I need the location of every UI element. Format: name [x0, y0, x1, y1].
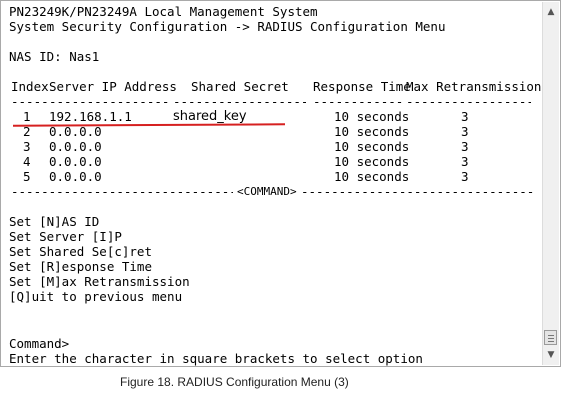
menu-item-set-server-ip[interactable]: Set Server [I]P: [9, 229, 122, 244]
row-response-time: 10 seconds: [334, 169, 410, 184]
scroll-down-icon[interactable]: ▼: [547, 350, 555, 360]
row-index: 2: [23, 124, 31, 139]
underline-max-retransmission: ------------------: [406, 94, 531, 109]
command-prompt[interactable]: Command>: [9, 336, 70, 351]
header-shared-secret: Shared Secret: [191, 79, 289, 94]
divider-left: ---------------------------------: [11, 184, 233, 199]
row-response-time: 10 seconds: [334, 154, 410, 169]
figure-caption: Figure 18. RADIUS Configuration Menu (3): [120, 375, 349, 389]
vertical-scrollbar[interactable]: ▲ ▼: [542, 2, 559, 365]
header-max-retransmission: Max Retransmission: [406, 79, 542, 94]
underline-index: -----: [11, 94, 47, 109]
row-index: 3: [23, 139, 31, 154]
underline-response-time: --------------: [313, 94, 403, 109]
row-max-retransmission: 3: [461, 169, 469, 184]
menu-item-set-max-retransmission[interactable]: Set [M]ax Retransmission: [9, 274, 190, 289]
row-server-ip: 192.168.1.1: [49, 109, 132, 124]
header-response-time: Response Time: [313, 79, 411, 94]
menu-item-set-nas-id[interactable]: Set [N]AS ID: [9, 214, 100, 229]
system-title: PN23249K/PN23249A Local Management Syste…: [9, 4, 318, 19]
scroll-thumb[interactable]: [544, 330, 557, 345]
row-shared-secret: shared_key: [173, 109, 247, 124]
nas-id-label: NAS ID: Nas1: [9, 49, 100, 64]
underline-shared-secret: ------------------: [173, 94, 306, 109]
row-server-ip: 0.0.0.0: [49, 124, 102, 139]
underline-server-ip: -----------------: [49, 94, 171, 109]
divider-right: ---------------------------------------: [301, 184, 536, 199]
menu-item-set-shared-secret[interactable]: Set Shared Se[c]ret: [9, 244, 152, 259]
row-response-time: 10 seconds: [334, 139, 410, 154]
menu-item-set-response-time[interactable]: Set [R]esponse Time: [9, 259, 152, 274]
row-server-ip: 0.0.0.0: [49, 169, 102, 184]
row-max-retransmission: 3: [461, 154, 469, 169]
divider-label: <COMMAND>: [237, 185, 297, 198]
scroll-up-icon[interactable]: ▲: [547, 7, 555, 17]
row-max-retransmission: 3: [461, 109, 469, 124]
hint-text: Enter the character in square brackets t…: [9, 351, 423, 366]
terminal-window[interactable]: PN23249K/PN23249A Local Management Syste…: [0, 0, 561, 367]
row-response-time: 10 seconds: [334, 124, 410, 139]
row-response-time: 10 seconds: [334, 109, 410, 124]
menu-item-quit[interactable]: [Q]uit to previous menu: [9, 289, 183, 304]
header-index: Index: [11, 79, 49, 94]
row-server-ip: 0.0.0.0: [49, 154, 102, 169]
menu-path: System Security Configuration -> RADIUS …: [9, 19, 446, 34]
header-server-ip: Server IP Address: [49, 79, 177, 94]
row-max-retransmission: 3: [461, 124, 469, 139]
row-max-retransmission: 3: [461, 139, 469, 154]
row-index: 5: [23, 169, 31, 184]
row-server-ip: 0.0.0.0: [49, 139, 102, 154]
row-index: 1: [23, 109, 31, 124]
row-index: 4: [23, 154, 31, 169]
